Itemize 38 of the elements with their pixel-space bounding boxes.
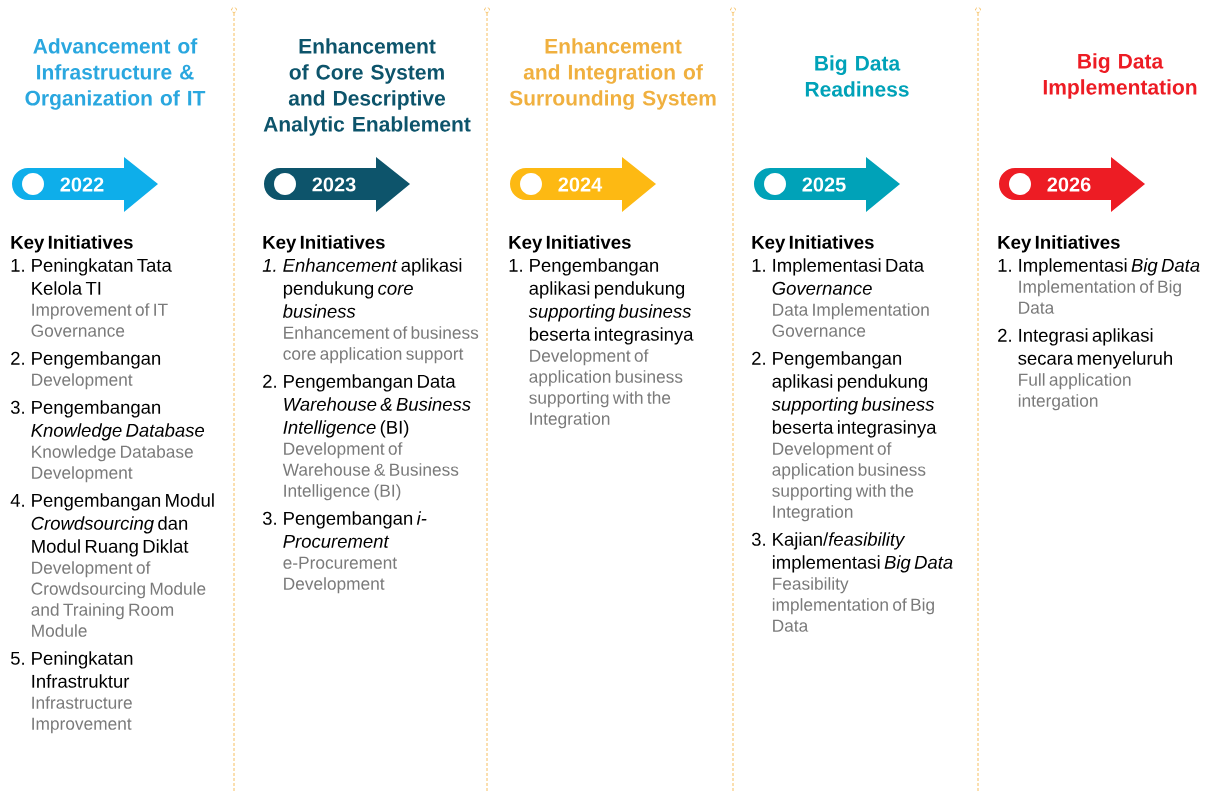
description-text: Feasibility implementation of Big Data [772,577,934,632]
initiative-text: 1. Implementasi Big Data [998,258,1200,276]
description-text: Full application intergation [1018,373,1131,411]
initiative-text: 2. Pengembangan aplikasi pendukung supporting business beserta integrasinya [752,351,937,438]
initiative-text: 3. Pengembangan Knowledge Database [10,400,205,441]
initiative-text: 1. Pengembangan aplikasi pendukung supporting business beserta integrasinya [509,258,694,345]
column-title: Enhancement of Core System and Descriptive Analytic Enablement [263,38,471,136]
description-text: Knowledge Database Development [32,445,193,483]
initiative-text: 4. Pengembangan Modul Crowdsourcing dan Modul Ruang Diklat [10,493,214,557]
section-heading: Key Initiatives [263,235,385,253]
column-title: Advancement of Infrastructure & Organization of IT [25,38,206,110]
column-title: Big Data Implementation [1043,53,1197,99]
section-heading: Key Initiatives [509,235,631,253]
description-text: Development of Warehouse & Business Intelligence (BI) [282,442,459,501]
initiative-text: 3. Pengembangan i-Procurement [262,511,427,548]
section-heading: Key Initiatives [998,235,1120,253]
description-text: Development of application business supporting with the Integration [529,349,683,429]
initiative-text: 1. Enhancement aplikasi pendukung core business [262,258,462,318]
column-title: Big Data Readiness [805,55,909,97]
description-text: Development of Crowdsourcing Module and Training Room Module [31,561,206,637]
section-heading: Key Initiatives [752,235,874,253]
initiative-text: 1. Peningkatan Tata Kelola TI [11,258,172,295]
initiative-text: 2. Pengembangan [11,351,161,369]
description-text: Improvement of IT Governance [31,303,168,337]
description-text: e-Procurement Development [283,556,397,594]
initiative-text: 5. Peningkatan Infrastruktur [10,651,133,688]
description-text: Development of application business supporting with the Integration [772,442,926,522]
initiative-text: 1. Implementasi Data Governance [752,258,925,295]
initiative-text: 3. Kajian/feasibility implementasi Big Data [751,532,953,573]
description-text: Infrastructure Improvement [32,696,132,734]
description-text: Implementation of Big Data [1019,280,1181,314]
description-text: Enhancement of business core application support [283,326,479,364]
description-text: Data Implementation Governance [772,303,929,337]
column-title: Enhancement and Integration of Surrounding System [509,38,716,110]
description-text: Development [32,373,133,390]
initiative-text: 2. Pengembangan Data Warehouse & Business Intelligence (BI) [263,374,471,438]
initiative-text: 2. Integrasi aplikasi secara menyeluruh [998,328,1172,369]
section-heading: Key Initiatives [11,235,133,253]
